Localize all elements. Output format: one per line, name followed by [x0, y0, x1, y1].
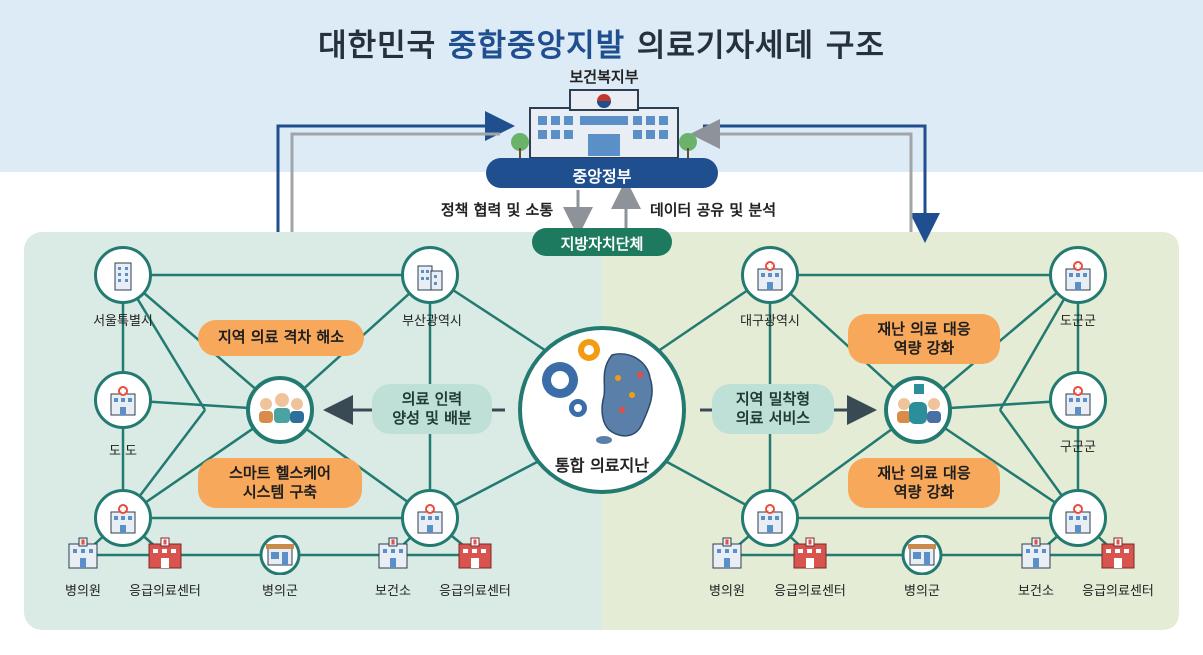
clinic-store-node	[900, 533, 944, 577]
ministry-building-icon	[511, 89, 697, 159]
hospital-icon	[757, 261, 783, 291]
policy-left-label: 정책 협력 및 소통	[440, 201, 554, 219]
pill-regional-gap: 지역 의료 격차 해소	[198, 320, 364, 356]
arrow-left-gray	[290, 132, 500, 232]
dogun-node	[1049, 246, 1107, 304]
ministry-label: 보건복지부	[569, 68, 639, 86]
clinic-icon	[709, 536, 745, 574]
hospital-icon	[757, 504, 783, 534]
hospital-icon	[110, 504, 136, 534]
hospital-icon	[417, 504, 443, 534]
city-building-icon	[417, 265, 443, 291]
pill-regional-gap-text: 지역 의료 격차 해소	[217, 328, 345, 347]
left-hospital-node-1	[94, 489, 152, 547]
care-team-icon	[897, 384, 941, 424]
right-hospital-node-1	[741, 489, 799, 547]
left-clinic-store-label: 병의군	[262, 584, 298, 599]
title-prefix: 대한민국	[318, 28, 448, 64]
busan-node	[401, 246, 459, 304]
dodo-label: 도 도	[108, 444, 138, 459]
hospital-icon	[110, 386, 136, 416]
emergency-center-icon	[456, 536, 494, 574]
right-hospital-node-2	[1049, 489, 1107, 547]
busan-label: 부산광역시	[402, 314, 462, 329]
emergency-center-icon	[791, 536, 829, 574]
center-hub-label: 통합 의료지난	[555, 456, 649, 475]
gugun-label: 구군군	[1060, 440, 1096, 455]
pill-local-line1: 지역 밀착형	[735, 389, 811, 408]
policy-right-label: 데이터 공유 및 분석	[649, 201, 777, 219]
local-gov-label: 지방자치단체	[560, 235, 644, 253]
dogun-label: 도군군	[1060, 314, 1096, 329]
clinic-store-node	[258, 533, 302, 577]
pill-disaster-b-line2: 역량 강화	[893, 483, 955, 501]
local-gov-banner	[532, 228, 672, 256]
arrow-right-navy	[703, 124, 940, 243]
hospital-icon	[1065, 386, 1091, 416]
left-emergency-label-2: 응급의료센터	[439, 584, 511, 599]
title-suffix: 의료기자세데 구조	[625, 28, 885, 64]
daegu-label: 대구광역시	[740, 314, 800, 329]
pill-disaster-a-line2: 역량 강화	[893, 339, 955, 357]
arrow-left-navy	[276, 111, 515, 232]
gear-icon	[542, 339, 600, 417]
seoul-label: 서울특별시	[93, 314, 153, 329]
right-health-center-label: 보건소	[1018, 584, 1054, 599]
daegu-node	[741, 246, 799, 304]
right-emergency-label-1: 응급의료센터	[774, 584, 846, 599]
pill-workforce-line1: 의료 인력	[401, 389, 463, 408]
dodo-node	[94, 371, 152, 429]
arrow-right-gray	[690, 119, 913, 232]
pill-workforce-line2: 양성 및 배분	[392, 409, 472, 427]
left-emergency-label-1: 응급의료센터	[129, 584, 201, 599]
pill-smart-line2: 시스템 구축	[242, 483, 318, 501]
clinic-icon	[65, 536, 101, 574]
seoul-node	[94, 246, 152, 304]
health-center-icon	[375, 536, 411, 574]
left-clinic-label: 병의원	[65, 584, 101, 599]
right-clinic-label: 병의원	[709, 584, 745, 599]
left-hospital-node-2	[401, 489, 459, 547]
medical-staff-icon	[259, 393, 304, 423]
city-building-icon	[114, 262, 132, 291]
korea-map-icon	[596, 353, 653, 444]
left-health-center-label: 보건소	[375, 584, 411, 599]
hospital-icon	[1065, 261, 1091, 291]
emergency-center-icon	[1099, 536, 1137, 574]
pill-disaster-b-line1: 재난 의료 대응	[877, 463, 971, 482]
central-gov-label: 중앙정부	[572, 167, 632, 186]
central-gov-banner	[486, 158, 718, 188]
title-highlight: 중합중앙지발	[448, 28, 626, 64]
page-title: 대한민국 중합중앙지발 의료기자세데 구조	[0, 20, 1203, 65]
pill-local-line2: 의료 서비스	[735, 409, 811, 427]
health-center-icon	[1018, 536, 1054, 574]
pill-smart-line1: 스마트 헬스케어	[229, 463, 331, 482]
right-emergency-label-2: 응급의료센터	[1082, 584, 1154, 599]
clinic-store-icon	[259, 535, 301, 575]
gugun-node	[1049, 371, 1107, 429]
clinic-store-icon	[901, 535, 943, 575]
hospital-icon	[1065, 504, 1091, 534]
emergency-center-icon	[146, 536, 184, 574]
right-clinic-store-label: 병의군	[904, 584, 940, 599]
pill-disaster-a-line1: 재난 의료 대응	[877, 319, 971, 338]
